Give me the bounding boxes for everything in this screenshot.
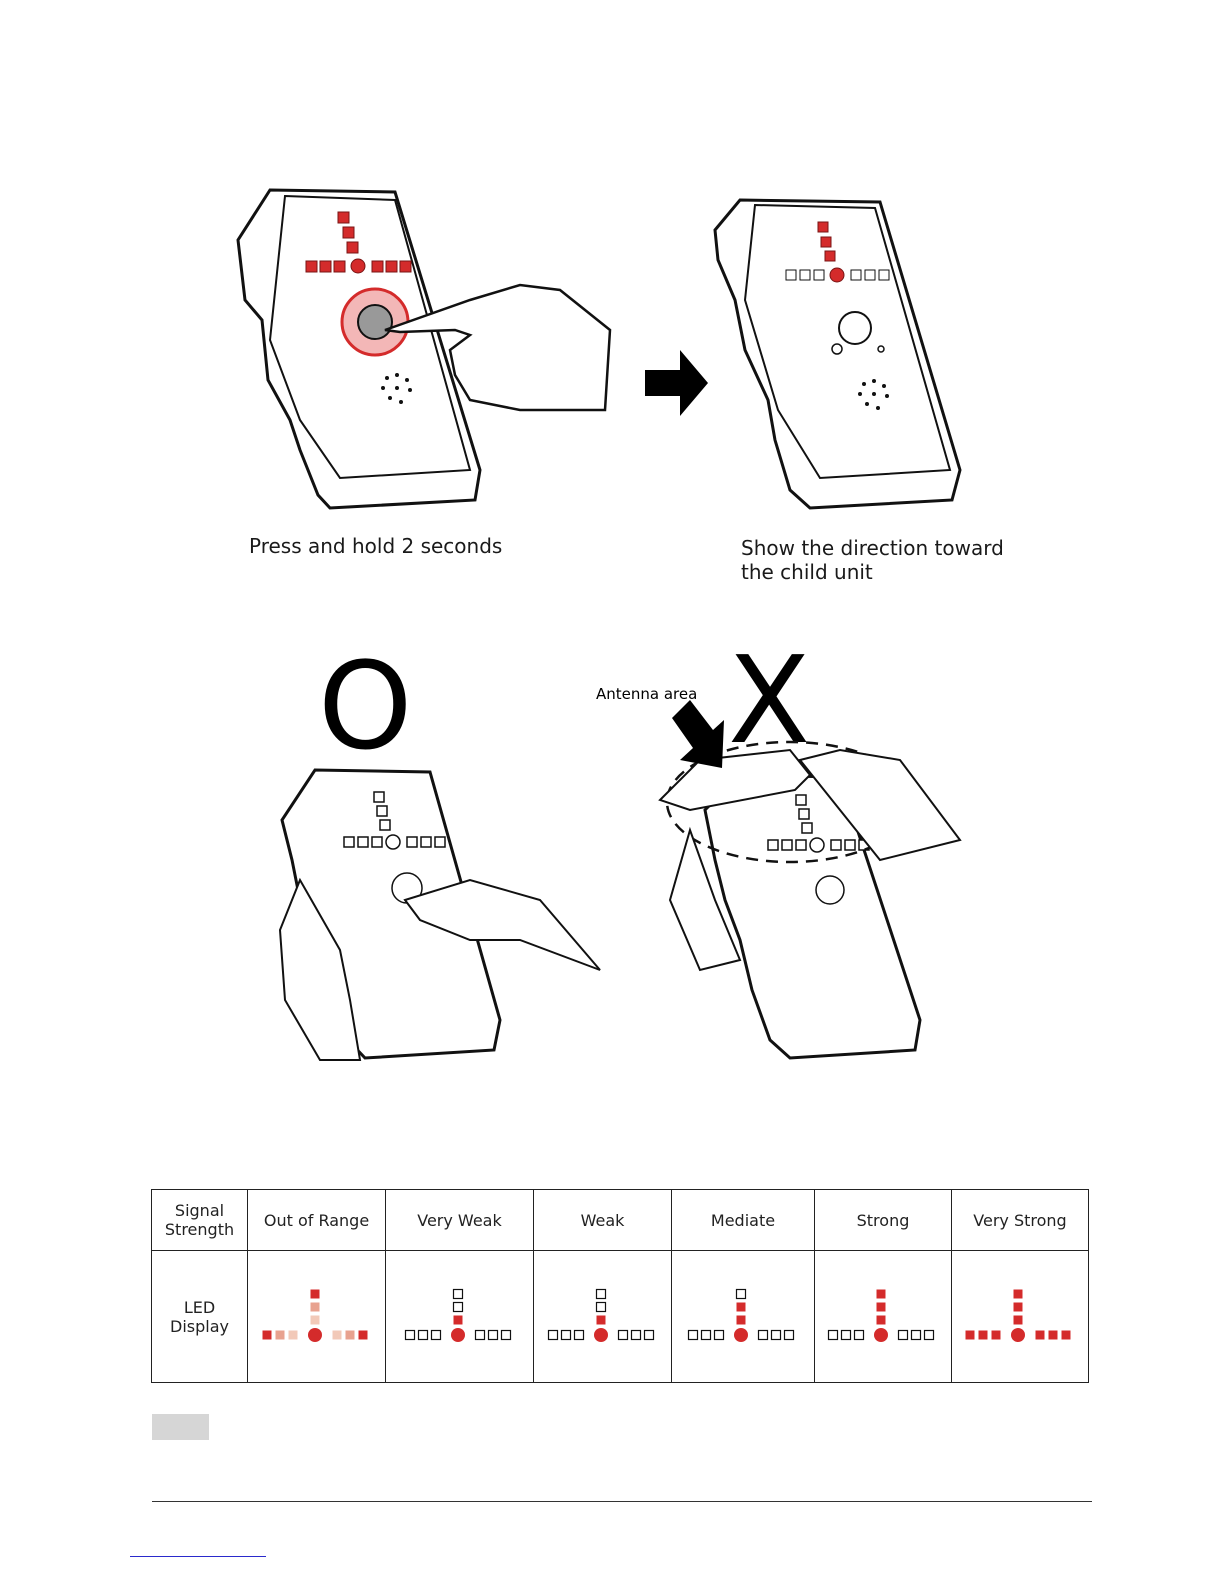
table-led-row: LED Display xyxy=(152,1251,1089,1383)
led-horizontal xyxy=(842,1330,851,1339)
led-display-header: LED Display xyxy=(152,1251,248,1383)
level-label: Very Strong xyxy=(952,1190,1089,1251)
led-horizontal xyxy=(345,1330,354,1339)
led-vertical xyxy=(453,1315,462,1324)
led-horizontal xyxy=(1049,1330,1058,1339)
signal-strength-header: Signal Strength xyxy=(152,1190,248,1251)
led-horizontal xyxy=(405,1330,414,1339)
led-center xyxy=(874,1328,888,1342)
led-horizontal xyxy=(715,1330,724,1339)
led-horizontal xyxy=(855,1330,864,1339)
footer-link-underline xyxy=(130,1556,266,1557)
level-label: Very Weak xyxy=(386,1190,534,1251)
led-horizontal xyxy=(979,1330,988,1339)
led-vertical xyxy=(453,1302,462,1311)
led-vertical xyxy=(877,1302,886,1311)
level-label: Out of Range xyxy=(248,1190,386,1251)
led-horizontal xyxy=(925,1330,934,1339)
led-horizontal xyxy=(418,1330,427,1339)
led-horizontal xyxy=(631,1330,640,1339)
led-center xyxy=(734,1328,748,1342)
led-vertical xyxy=(596,1315,605,1324)
led-horizontal xyxy=(759,1330,768,1339)
led-vertical xyxy=(310,1315,319,1324)
signal-strength-table: Signal Strength Out of Range Very Weak W… xyxy=(151,1189,1089,1383)
led-horizontal xyxy=(262,1330,271,1339)
led-vertical xyxy=(1014,1289,1023,1298)
note-label-box xyxy=(152,1414,209,1440)
led-vertical xyxy=(737,1315,746,1324)
led-cell xyxy=(672,1251,815,1383)
led-horizontal xyxy=(966,1330,975,1339)
led-cell xyxy=(534,1251,672,1383)
led-vertical xyxy=(737,1302,746,1311)
level-label: Weak xyxy=(534,1190,672,1251)
led-horizontal xyxy=(702,1330,711,1339)
led-horizontal xyxy=(644,1330,653,1339)
led-horizontal xyxy=(358,1330,367,1339)
level-label: Strong xyxy=(815,1190,952,1251)
led-horizontal xyxy=(275,1330,284,1339)
led-vertical xyxy=(1014,1315,1023,1324)
led-vertical xyxy=(310,1289,319,1298)
led-vertical xyxy=(1014,1302,1023,1311)
led-cell xyxy=(952,1251,1089,1383)
led-vertical xyxy=(737,1289,746,1298)
table-header-row: Signal Strength Out of Range Very Weak W… xyxy=(152,1190,1089,1251)
led-horizontal xyxy=(785,1330,794,1339)
arrow-down-right-icon xyxy=(672,700,724,768)
led-horizontal xyxy=(912,1330,921,1339)
led-vertical xyxy=(877,1315,886,1324)
led-center xyxy=(1011,1328,1025,1342)
led-center xyxy=(594,1328,608,1342)
led-horizontal xyxy=(689,1330,698,1339)
led-vertical xyxy=(453,1289,462,1298)
led-horizontal xyxy=(501,1330,510,1339)
led-horizontal xyxy=(992,1330,1001,1339)
led-horizontal xyxy=(475,1330,484,1339)
led-horizontal xyxy=(431,1330,440,1339)
led-cell xyxy=(248,1251,386,1383)
led-horizontal xyxy=(1062,1330,1071,1339)
led-horizontal xyxy=(899,1330,908,1339)
led-horizontal xyxy=(332,1330,341,1339)
led-horizontal xyxy=(1036,1330,1045,1339)
footer-rule xyxy=(152,1501,1092,1502)
led-cell xyxy=(815,1251,952,1383)
led-horizontal xyxy=(548,1330,557,1339)
led-horizontal xyxy=(618,1330,627,1339)
led-horizontal xyxy=(488,1330,497,1339)
led-horizontal xyxy=(561,1330,570,1339)
led-vertical xyxy=(596,1289,605,1298)
led-horizontal xyxy=(772,1330,781,1339)
led-cell xyxy=(386,1251,534,1383)
led-vertical xyxy=(877,1289,886,1298)
led-vertical xyxy=(310,1302,319,1311)
led-center xyxy=(308,1328,322,1342)
led-center xyxy=(451,1328,465,1342)
led-horizontal xyxy=(829,1330,838,1339)
led-vertical xyxy=(596,1302,605,1311)
led-horizontal xyxy=(574,1330,583,1339)
led-horizontal xyxy=(288,1330,297,1339)
level-label: Mediate xyxy=(672,1190,815,1251)
